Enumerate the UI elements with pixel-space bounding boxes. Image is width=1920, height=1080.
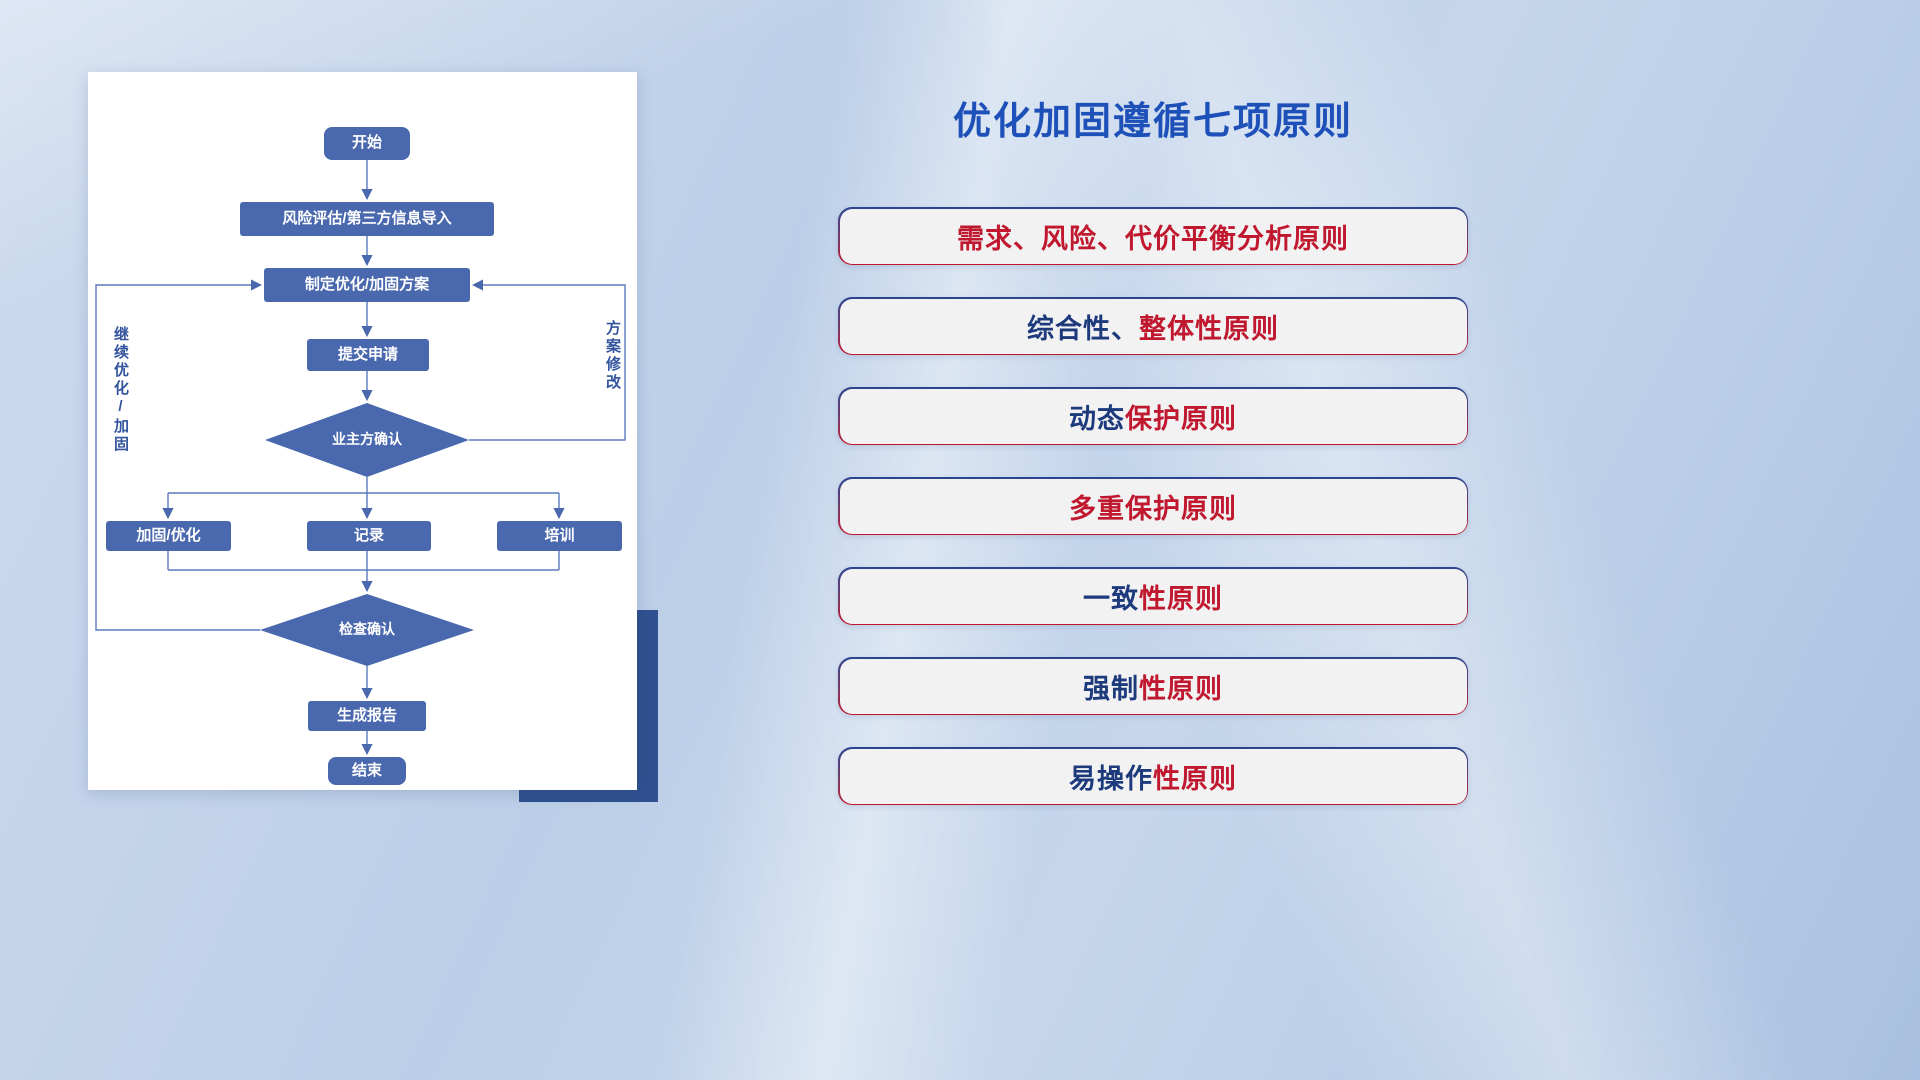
flow-node-record: 记录 — [307, 521, 431, 551]
principles-panel: 优化加固遵循七项原则 需求、风险、代价平衡分析原则 综合性、整体性原则 动态保护… — [838, 0, 1468, 805]
flow-node-start: 开始 — [324, 127, 410, 160]
flow-node-reinforce: 加固/优化 — [106, 521, 231, 551]
principle-text-navy: 易操作 — [1069, 763, 1153, 794]
principle-pill-5: 一致性原则 — [838, 567, 1468, 625]
principles-list: 需求、风险、代价平衡分析原则 综合性、整体性原则 动态保护原则 多重保护原则 一… — [838, 207, 1468, 805]
flowchart-card: 开始 风险评估/第三方信息导入 制定优化/加固方案 提交申请 业主方确认 加固/… — [88, 72, 637, 790]
flow-node-risk-import: 风险评估/第三方信息导入 — [240, 202, 494, 236]
flow-node-submit: 提交申请 — [307, 339, 429, 371]
flow-node-training: 培训 — [497, 521, 622, 551]
principle-pill-6: 强制性原则 — [838, 657, 1468, 715]
principle-text-navy: 动态 — [1069, 403, 1125, 434]
principle-text-red: 性原则 — [1139, 583, 1223, 614]
principle-text-navy: 一致 — [1083, 583, 1139, 614]
page-title: 优化加固遵循七项原则 — [952, 101, 1353, 143]
loop-label-continue-optimize: 继续优化/加固 — [112, 326, 129, 454]
principle-pill-1: 需求、风险、代价平衡分析原则 — [838, 207, 1468, 265]
principle-text-red: 保护原则 — [1125, 403, 1237, 434]
principle-pill-2: 综合性、整体性原则 — [838, 297, 1468, 355]
principle-pill-7: 易操作性原则 — [838, 747, 1468, 805]
flow-node-make-plan: 制定优化/加固方案 — [264, 268, 470, 302]
flow-node-report: 生成报告 — [308, 701, 426, 731]
principle-pill-4: 多重保护原则 — [838, 477, 1468, 535]
flow-node-end: 结束 — [328, 757, 406, 785]
principle-text-red: 性原则 — [1139, 673, 1223, 704]
principle-pill-3: 动态保护原则 — [838, 387, 1468, 445]
flowchart-connectors — [95, 160, 626, 756]
principle-text-red: 多重保护原则 — [1069, 493, 1237, 524]
principle-text-navy: 综合性、 — [1027, 313, 1139, 344]
principle-text-red: 需求、风险、代价平衡分析原则 — [957, 223, 1349, 254]
principle-text-red: 整体性原则 — [1139, 313, 1279, 344]
principle-text-navy: 强制 — [1083, 673, 1139, 704]
principle-text-red: 性原则 — [1153, 763, 1237, 794]
loop-label-plan-revise: 方案修改 — [604, 320, 621, 392]
